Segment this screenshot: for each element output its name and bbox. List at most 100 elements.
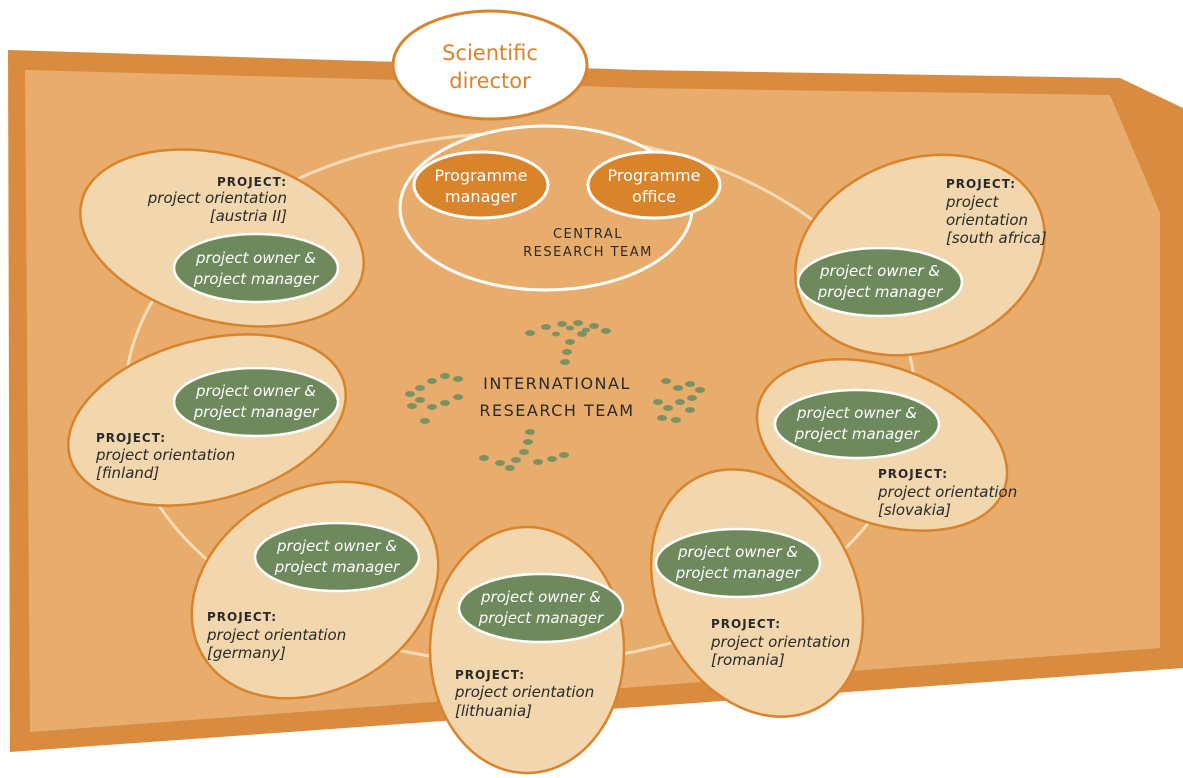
- project-south-africa: PROJECT: project orientation [south afri…: [794, 153, 1047, 357]
- project-romania: project owner & project manager PROJECT:…: [649, 468, 865, 718]
- central-team-label-line2: RESEARCH TEAM: [523, 245, 653, 260]
- arrow-dot: [541, 324, 551, 330]
- programme-office-node: Programme office: [586, 150, 722, 220]
- arrow-dot: [407, 403, 417, 409]
- project-finland-head: PROJECT:: [96, 431, 166, 445]
- owner-south-africa-line1: project owner &: [819, 262, 940, 280]
- project-romania-head: PROJECT:: [711, 617, 781, 631]
- arrow-dot: [573, 320, 583, 326]
- arrow-dot: [453, 394, 463, 400]
- arrow-dot: [420, 418, 430, 424]
- project-germany-line2: [germany]: [207, 644, 286, 662]
- arrow-dot: [695, 387, 705, 393]
- project-austria-head: PROJECT:: [217, 175, 287, 189]
- arrow-dot: [479, 455, 489, 461]
- owner-germany-line1: project owner &: [276, 537, 397, 555]
- arrow-dot: [685, 381, 695, 387]
- director-line2: director: [449, 69, 531, 93]
- owner-south-africa-line2: project manager: [817, 283, 943, 301]
- dot-arrows: [405, 320, 705, 471]
- scientific-director-node: Scientific director: [391, 9, 589, 121]
- arrow-dot: [589, 323, 599, 329]
- arrow-dot: [495, 460, 505, 466]
- arrow-dot: [653, 399, 663, 405]
- project-slovakia-head: PROJECT:: [878, 467, 948, 481]
- arrow-dot: [440, 400, 450, 406]
- project-south-africa-line2: orientation: [946, 211, 1028, 229]
- arrow-dot: [511, 457, 521, 463]
- project-lithuania-head: PROJECT:: [455, 668, 525, 682]
- arrow-dot: [582, 327, 590, 333]
- owner-slovakia-line1: project owner &: [796, 404, 917, 422]
- arrow-dot: [673, 385, 683, 391]
- programme-office-line2: office: [632, 187, 676, 206]
- central-team-label-line1: CENTRAL: [553, 227, 623, 242]
- project-finland-line2: [finland]: [96, 464, 159, 482]
- owner-lithuania-line2: project manager: [478, 609, 604, 627]
- owner-austria-line2: project manager: [193, 270, 319, 288]
- arrow-dot: [525, 429, 535, 435]
- arrow-dot: [519, 449, 529, 455]
- arrow-dot: [657, 415, 667, 421]
- project-south-africa-line3: [south africa]: [946, 229, 1047, 247]
- project-romania-line2: [romania]: [711, 651, 785, 669]
- project-lithuania-line2: [lithuania]: [455, 702, 532, 720]
- owner-austria-line1: project owner &: [195, 249, 316, 267]
- arrow-dot: [601, 328, 611, 334]
- central-research-team: Programme manager Programme office CENTR…: [398, 124, 722, 292]
- project-slovakia-line1: project orientation: [877, 483, 1017, 501]
- arrow-dot: [405, 391, 415, 397]
- arrow-dot: [562, 349, 572, 355]
- project-germany-line1: project orientation: [206, 626, 346, 644]
- owner-lithuania-line1: project owner &: [480, 588, 601, 606]
- project-austria-line1: project orientation: [147, 189, 287, 207]
- project-lithuania: project owner & project manager PROJECT:…: [428, 525, 626, 775]
- project-austria-line2: [austria II]: [210, 207, 287, 225]
- arrow-dot: [687, 395, 697, 401]
- international-team-line2: RESEARCH TEAM: [479, 401, 634, 420]
- project-slovakia: project owner & project manager PROJECT:…: [755, 358, 1017, 532]
- arrow-dot: [415, 385, 425, 391]
- arrow-dot: [552, 331, 560, 337]
- arrow-dot: [453, 376, 463, 382]
- arrow-dot: [671, 417, 681, 423]
- international-team-line1: INTERNATIONAL: [483, 374, 631, 393]
- arrow-dot: [557, 321, 567, 327]
- programme-manager-node: Programme manager: [412, 150, 550, 220]
- arrow-dot: [663, 405, 673, 411]
- project-slovakia-line2: [slovakia]: [878, 501, 951, 519]
- arrow-dot: [523, 439, 533, 445]
- arrow-dot: [675, 399, 685, 405]
- project-finland-line1: project orientation: [95, 446, 235, 464]
- project-south-africa-line1: project: [945, 193, 1000, 211]
- arrow-dot: [685, 407, 695, 413]
- director-line1: Scientific: [442, 41, 538, 65]
- programme-manager-line1: Programme: [435, 166, 528, 185]
- arrow-dot: [661, 378, 671, 384]
- owner-romania-line1: project owner &: [677, 543, 798, 561]
- arrow-dot: [547, 456, 557, 462]
- project-finland: project owner & project manager PROJECT:…: [67, 333, 347, 507]
- arrow-dot: [566, 325, 574, 331]
- project-germany-head: PROJECT:: [207, 610, 277, 624]
- arrow-dot: [525, 330, 535, 336]
- project-austria: PROJECT: project orientation [austria II…: [79, 148, 365, 328]
- arrow-dot: [565, 339, 575, 345]
- arrow-dot: [415, 397, 425, 403]
- arrow-dot: [427, 378, 437, 384]
- project-germany: project owner & project manager PROJECT:…: [190, 480, 440, 700]
- owner-finland-line2: project manager: [193, 403, 319, 421]
- project-lithuania-line1: project orientation: [454, 683, 594, 701]
- project-romania-line1: project orientation: [710, 633, 850, 651]
- arrow-dot: [577, 331, 587, 337]
- owner-finland-line1: project owner &: [195, 382, 316, 400]
- owner-slovakia-line2: project manager: [794, 425, 920, 443]
- arrow-dot: [440, 373, 450, 379]
- arrow-dot: [559, 452, 569, 458]
- arrow-dot: [533, 459, 543, 465]
- programme-office-line1: Programme: [608, 166, 701, 185]
- owner-germany-line2: project manager: [274, 558, 400, 576]
- arrow-dot: [560, 359, 570, 365]
- international-research-team: INTERNATIONAL RESEARCH TEAM: [405, 320, 705, 471]
